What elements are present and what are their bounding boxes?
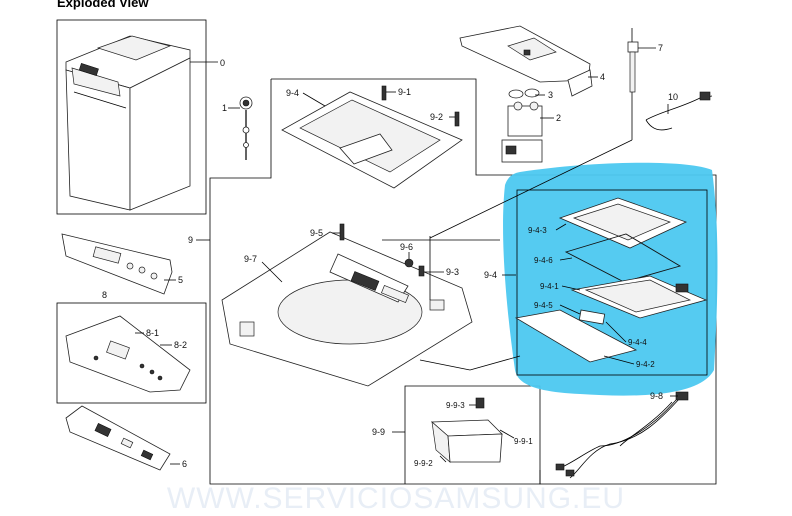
label-9-9-3: 9-9-3: [446, 401, 465, 410]
label-9-3: 9-3: [446, 267, 459, 277]
label-9-2: 9-2: [430, 112, 443, 122]
label-8-1: 8-1: [146, 328, 159, 338]
label-9: 9: [188, 235, 193, 245]
label-9-4-3: 9-4-3: [528, 226, 547, 235]
label-9-4-1: 9-4-1: [540, 282, 559, 291]
label-2: 2: [556, 113, 561, 123]
label-7: 7: [658, 43, 663, 53]
label-9-4-4: 9-4-4: [628, 338, 647, 347]
water-valve: [501, 101, 543, 163]
screw-9-6: [404, 258, 414, 268]
pcb-board: [65, 405, 171, 471]
control-panel-frame: [65, 315, 191, 393]
water-level-sensor: [627, 28, 639, 93]
label-3: 3: [548, 90, 553, 100]
box-washer: [56, 19, 207, 215]
label-5: 5: [178, 275, 183, 285]
label-9-7: 9-7: [244, 254, 257, 264]
rubber-washer: [508, 88, 540, 99]
label-1: 1: [222, 103, 227, 113]
label-9-6: 9-6: [400, 242, 413, 252]
highlight-region: [503, 162, 718, 396]
label-9-4-5: 9-4-5: [534, 301, 553, 310]
label-6: 6: [182, 459, 187, 469]
watermark-text: WWW.SERVICIOSAMSUNG.EU: [166, 482, 626, 515]
lid-frame-9-4-1: [570, 275, 708, 319]
label-9-8: 9-8: [650, 391, 663, 401]
label-9-4-6: 9-4-6: [534, 256, 553, 265]
lid-seal-9-4-6: [564, 233, 682, 283]
lid-handle-9-4-5: [578, 309, 606, 325]
lid-cover-9-4-2: [514, 309, 638, 363]
label-9-9-1: 9-9-1: [514, 437, 533, 446]
label-10: 10: [668, 92, 678, 102]
hinge-9-1: [381, 85, 387, 101]
screw-9-5: [339, 223, 345, 241]
label-9-4-top: 9-4: [286, 88, 299, 98]
power-cord: [645, 91, 713, 131]
door-lid: [281, 91, 463, 189]
label-4: 4: [600, 72, 605, 82]
lid-glass-9-4-3: [558, 197, 688, 249]
label-9-9: 9-9: [372, 427, 385, 437]
label-9-5: 9-5: [310, 228, 323, 238]
washer-machine: [65, 35, 191, 211]
top-cover: [459, 25, 593, 97]
label-9-4-box: 9-4: [484, 270, 497, 280]
clip-9-3: [418, 265, 425, 277]
hinge-9-2: [454, 111, 460, 127]
label-8: 8: [102, 290, 107, 300]
label-9-4-2: 9-4-2: [636, 360, 655, 369]
wire-harness: [555, 391, 689, 479]
control-panel-cover: [61, 233, 173, 295]
page-title: Exploded View: [57, 0, 149, 10]
inlet-valve: [239, 96, 253, 160]
label-9-1: 9-1: [398, 87, 411, 97]
detergent-drawer: [430, 397, 503, 463]
label-9-9-2: 9-9-2: [414, 459, 433, 468]
box-control-panel: [56, 302, 207, 404]
top-frame: [221, 231, 473, 387]
label-8-2: 8-2: [174, 340, 187, 350]
label-0: 0: [220, 58, 225, 68]
